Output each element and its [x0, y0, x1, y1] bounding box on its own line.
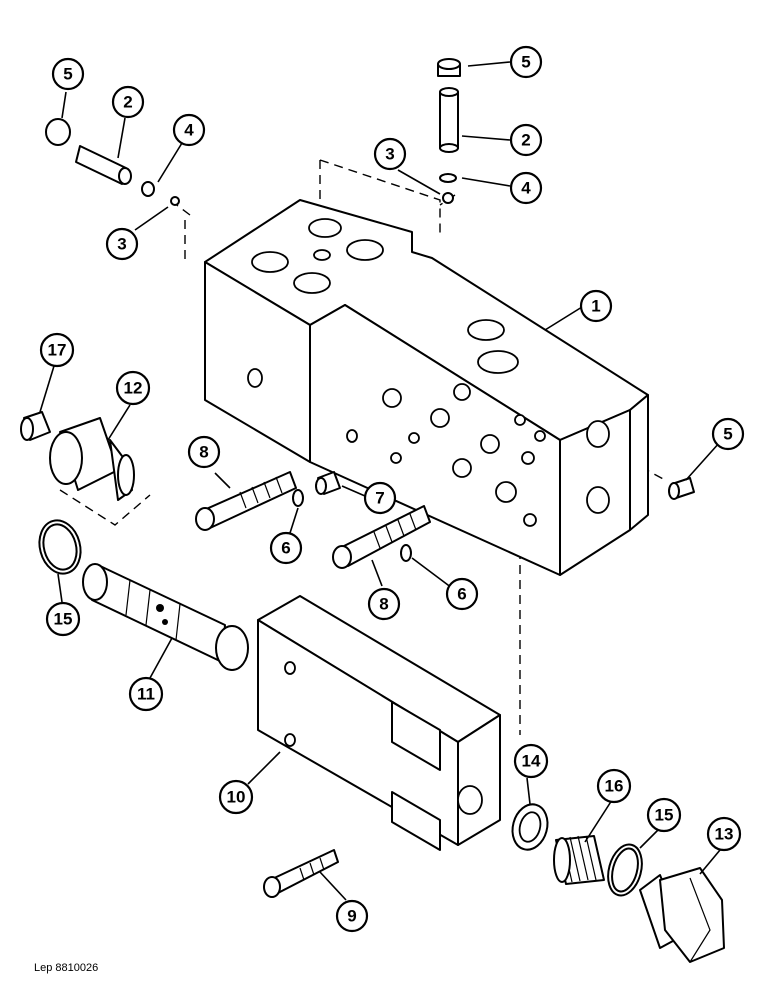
callout-12: 12: [115, 370, 151, 406]
callouts: 5 2 4 3 5 2 3 4 1 17 12 5 8 7 6 8 6 15 1…: [39, 45, 745, 933]
svg-text:5: 5: [521, 53, 530, 72]
callout-5: 5: [51, 57, 85, 91]
svg-text:3: 3: [117, 235, 126, 254]
callout-2: 2: [111, 85, 145, 119]
callout-3: 3: [105, 227, 139, 261]
spring: [553, 835, 605, 885]
small-parts: [45, 58, 695, 562]
callout-16: 16: [596, 768, 632, 804]
svg-text:1: 1: [591, 297, 600, 316]
callout-11: 11: [128, 676, 164, 712]
reference-code: Lep 8810026: [34, 962, 99, 974]
svg-text:8: 8: [379, 595, 388, 614]
svg-text:3: 3: [385, 145, 394, 164]
washer: [511, 803, 549, 851]
svg-text:6: 6: [281, 539, 290, 558]
svg-text:13: 13: [715, 825, 734, 844]
svg-text:4: 4: [521, 179, 531, 198]
callout-5: 5: [711, 417, 745, 451]
bolts: [195, 471, 431, 898]
callout-10: 10: [218, 779, 254, 815]
svg-text:12: 12: [124, 379, 143, 398]
callout-6: 6: [269, 531, 303, 565]
callout-15: 15: [45, 601, 81, 637]
svg-text:11: 11: [137, 685, 155, 704]
callout-5: 5: [509, 45, 543, 79]
spool: [82, 563, 249, 671]
callout-8: 8: [187, 435, 221, 469]
callout-8: 8: [367, 587, 401, 621]
callout-4: 4: [172, 113, 206, 147]
leader-lines: [39, 61, 721, 901]
fitting: [49, 417, 135, 501]
callout-3: 3: [373, 137, 407, 171]
svg-text:9: 9: [347, 907, 356, 926]
callout-1: 1: [579, 289, 613, 323]
callout-13: 13: [706, 816, 742, 852]
callout-2: 2: [509, 123, 543, 157]
cover-block: [257, 595, 501, 851]
svg-text:14: 14: [522, 752, 541, 771]
callout-7: 7: [363, 481, 397, 515]
valve-body: [204, 199, 649, 576]
svg-text:8: 8: [199, 443, 208, 462]
svg-text:5: 5: [723, 425, 732, 444]
svg-text:10: 10: [227, 788, 246, 807]
svg-text:5: 5: [63, 65, 72, 84]
callout-6: 6: [445, 577, 479, 611]
svg-text:6: 6: [457, 585, 466, 604]
callout-14: 14: [513, 743, 549, 779]
plug: [20, 411, 51, 441]
callout-9: 9: [335, 899, 369, 933]
svg-text:2: 2: [521, 131, 530, 150]
svg-text:16: 16: [605, 777, 624, 796]
svg-text:17: 17: [48, 341, 67, 360]
svg-text:2: 2: [123, 93, 132, 112]
svg-text:15: 15: [54, 610, 73, 629]
o-rings: [38, 519, 643, 897]
callout-4: 4: [509, 171, 543, 205]
callout-15: 15: [646, 797, 682, 833]
hex-plug: [639, 867, 725, 963]
svg-text:15: 15: [655, 806, 674, 825]
svg-text:7: 7: [375, 489, 384, 508]
callout-17: 17: [39, 332, 75, 368]
svg-text:4: 4: [184, 121, 194, 140]
